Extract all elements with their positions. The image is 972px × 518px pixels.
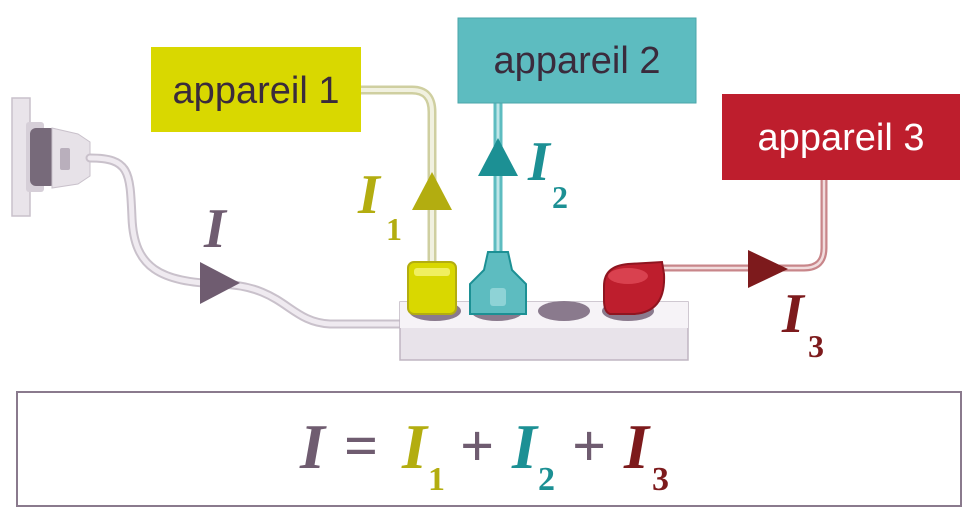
device1-label: appareil 1 (173, 70, 340, 112)
total-current-arrow (200, 262, 240, 304)
total-current-symbol: I (203, 198, 228, 260)
device1-label-box: appareil 1 (151, 47, 361, 132)
current3-arrow (748, 250, 788, 288)
current2-index: 2 (552, 179, 568, 215)
current2-arrow (478, 138, 518, 176)
formula-box: I = I 1 + I 2 + I 3 (16, 391, 962, 507)
device3-label: appareil 3 (758, 117, 925, 159)
device2-label-box: appareil 2 (457, 17, 697, 104)
wall-socket (11, 97, 91, 217)
device1-plug (407, 261, 457, 315)
current1-arrow (412, 172, 452, 210)
empty-outlet (538, 301, 590, 321)
current1-symbol: I (357, 164, 382, 226)
device3-cable (654, 172, 828, 272)
formula-term1-index: 1 (428, 461, 445, 498)
current1-index: 1 (386, 211, 402, 247)
formula-term2: I (511, 411, 539, 482)
formula-plus1: + (460, 413, 494, 479)
formula-term3: I (623, 411, 651, 482)
formula-term2-index: 2 (538, 461, 555, 498)
current3-index: 3 (808, 328, 824, 364)
device3-label-box: appareil 3 (722, 94, 960, 180)
formula-equals: = (344, 413, 378, 479)
device3-plug (603, 260, 666, 315)
current3-symbol: I (781, 283, 806, 345)
formula-term3-index: 3 (652, 461, 669, 498)
device2-plug (469, 251, 527, 315)
formula-term1: I (401, 411, 429, 482)
formula-plus2: + (572, 413, 606, 479)
formula-lhs: I (299, 411, 327, 482)
current2-symbol: I (527, 131, 552, 193)
device2-label: appareil 2 (494, 40, 661, 82)
